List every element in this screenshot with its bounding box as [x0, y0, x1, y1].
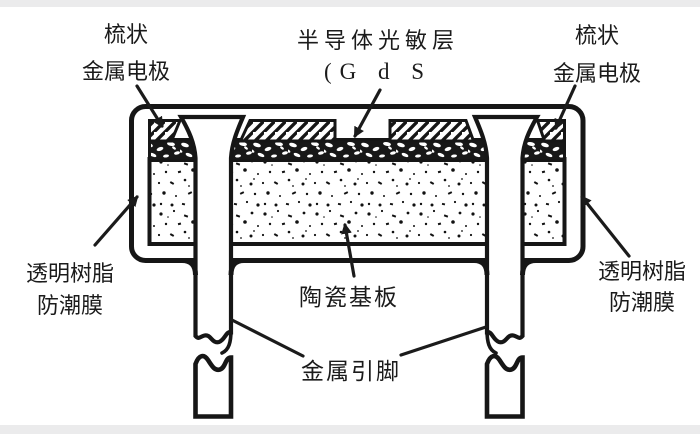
pointer-pin-right	[399, 325, 488, 357]
label-metal-pins: 金属引脚	[301, 358, 401, 384]
electrode-segment	[148, 119, 183, 143]
lead-pin-right-upper	[471, 114, 541, 345]
lead-pin-left-upper	[177, 114, 247, 345]
electrode-segment	[388, 119, 476, 143]
photosensitive-layer	[148, 138, 566, 162]
lead-pin-left-lower	[193, 353, 234, 419]
label-line: 金属电极	[81, 59, 171, 84]
bottom-frame-strip	[0, 425, 700, 434]
label-resin-left: 透明树脂 防潮膜	[26, 258, 114, 322]
break-hook	[220, 328, 233, 355]
pointer-resin-left	[93, 195, 139, 247]
lead-pin-left	[177, 114, 247, 419]
pointer-lines	[93, 84, 631, 358]
top-frame-strip	[0, 0, 700, 7]
break-hook	[485, 328, 498, 355]
pointer-resin-right	[580, 195, 631, 258]
pointer-photosensitive-layer	[353, 88, 382, 138]
label-line: 透明树脂	[597, 259, 687, 284]
pointer-electrode-right	[554, 84, 577, 130]
label-line: 金属电极	[552, 61, 642, 86]
label-formula: (G d S	[323, 59, 433, 84]
label-line: 梳状	[103, 22, 149, 47]
comb-electrode-layer	[148, 119, 566, 143]
label-line: 半导体光敏层	[296, 28, 460, 53]
pointer-electrode-left	[135, 84, 164, 128]
label-line: 透明树脂	[25, 261, 115, 286]
resin-shell	[129, 104, 586, 263]
label-electrode-right: 梳状 金属电极	[553, 17, 641, 93]
label-line: 梳状	[574, 23, 620, 48]
lead-pin-right-lower	[484, 353, 525, 419]
label-line: 防潮膜	[608, 290, 676, 315]
pointer-ceramic	[341, 222, 356, 278]
shell-pin-fillets	[181, 258, 537, 276]
label-electrode-left: 梳状 金属电极	[82, 16, 170, 90]
electrode-segment	[238, 119, 337, 143]
label-ceramic-substrate: 陶瓷基板	[299, 284, 399, 310]
label-line: 防潮膜	[36, 293, 104, 318]
label-resin-right: 透明树脂 防潮膜	[598, 256, 686, 318]
electrode-segment	[535, 119, 566, 143]
label-photosensitive-layer: 半导体光敏层 (G d S	[297, 25, 459, 87]
lead-pin-right	[471, 114, 541, 419]
pointer-pin-left	[230, 318, 305, 358]
